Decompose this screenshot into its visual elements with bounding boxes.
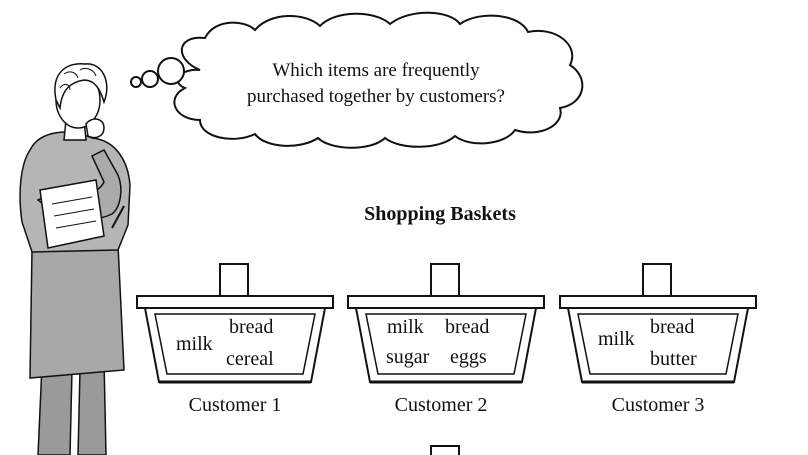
woman-skirt <box>29 244 125 379</box>
basket-2-item: milk <box>387 316 424 338</box>
basket-2-item: eggs <box>450 346 487 368</box>
basket-3-item: butter <box>650 348 697 370</box>
thought-cloud <box>173 11 584 149</box>
basket-3 <box>559 263 757 384</box>
thought-line-2: purchased together by customers? <box>247 86 505 107</box>
thought-text: Which items are frequently purchased tog… <box>196 58 556 110</box>
customer-label: Customer 3 <box>611 394 705 416</box>
woman-figure <box>19 62 131 455</box>
clipboard <box>39 179 105 249</box>
basket-2 <box>347 263 545 384</box>
thought-line-1: Which items are frequently <box>272 60 480 81</box>
basket-3-item: bread <box>650 316 695 338</box>
basket-4-partial <box>430 445 460 455</box>
section-title: Shopping Baskets <box>364 203 516 225</box>
basket-2-item: sugar <box>386 346 430 368</box>
basket-3-item: milk <box>598 328 635 350</box>
customer-label: Customer 1 <box>188 394 282 416</box>
basket-1-item: cereal <box>226 348 274 370</box>
basket-1-item: milk <box>176 333 213 355</box>
basket-1 <box>136 263 334 384</box>
basket-1-item: bread <box>229 316 274 338</box>
thought-bubbles <box>130 57 185 88</box>
basket-2-item: bread <box>445 316 490 338</box>
woman-hand <box>85 118 105 139</box>
customer-label: Customer 2 <box>394 394 488 416</box>
woman-hair <box>54 62 108 111</box>
